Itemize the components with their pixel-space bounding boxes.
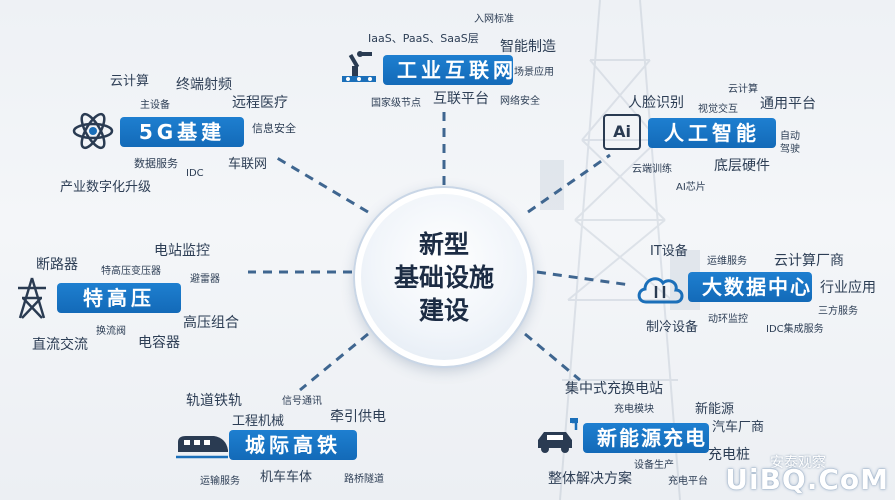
pill-intercity-rail[interactable]: 城际高铁 bbox=[229, 430, 357, 460]
spoke-intercity-rail bbox=[299, 332, 369, 392]
keyword-label: 国家级节点 bbox=[371, 98, 421, 109]
keyword-label: 远程医疗 bbox=[232, 95, 288, 111]
keyword-label: 人脸识别 bbox=[628, 95, 684, 111]
spoke-5g bbox=[271, 153, 369, 214]
keyword-label: 云计算 bbox=[728, 84, 758, 95]
keyword-label: 终端射频 bbox=[176, 77, 232, 93]
keyword-label: 视觉交互 bbox=[698, 104, 738, 115]
keyword-label: 汽车厂商 bbox=[712, 420, 765, 435]
center-title: 新型 基础设施 建设 bbox=[393, 229, 494, 325]
keyword-label: 直流交流 bbox=[32, 337, 88, 353]
power-tower-icon bbox=[18, 277, 46, 319]
center-hub: 新型 基础设施 建设 bbox=[355, 188, 533, 366]
keyword-label: 特高压变压器 bbox=[101, 266, 161, 277]
keyword-label: 信号通讯 bbox=[282, 396, 322, 407]
keyword-label: 高压组合 bbox=[183, 315, 239, 331]
keyword-label: 底层硬件 bbox=[714, 158, 770, 174]
keyword-label: 牵引供电 bbox=[330, 409, 386, 425]
keyword-label: 机车车体 bbox=[260, 470, 313, 485]
keyword-label: 产业数字化升级 bbox=[60, 180, 152, 195]
keyword-label: IT设备 bbox=[650, 244, 688, 259]
keyword-label: 充电平台 bbox=[668, 476, 708, 487]
keyword-label: 工程机械 bbox=[232, 414, 285, 429]
keyword-label: 路桥隧道 bbox=[344, 474, 384, 485]
tower-background-graphic bbox=[540, 0, 700, 500]
keyword-label: 集中式充换电站 bbox=[565, 381, 663, 397]
pill-ai[interactable]: 人工智能 bbox=[648, 118, 776, 148]
keyword-label: 电容器 bbox=[138, 335, 180, 351]
keyword-label: 信息安全 bbox=[252, 122, 296, 135]
keyword-label: 新能源 bbox=[695, 402, 735, 417]
pill-big-data[interactable]: 大数据中心 bbox=[688, 272, 812, 302]
keyword-label: 避雷器 bbox=[190, 274, 220, 285]
keyword-label: 轨道铁轨 bbox=[186, 393, 242, 409]
keyword-label: 云端训练 bbox=[632, 164, 672, 175]
ev-car-charging-icon bbox=[538, 418, 578, 453]
keyword-label: 充电桩 bbox=[708, 447, 750, 463]
train-icon bbox=[176, 436, 228, 459]
keyword-label: IaaS、PaaS、SaaS层 bbox=[368, 32, 479, 45]
keyword-label: 主设备 bbox=[140, 100, 170, 111]
keyword-label: 换流阀 bbox=[96, 326, 126, 337]
spoke-big-data bbox=[536, 270, 631, 287]
spoke-ai bbox=[527, 153, 611, 214]
keyword-label: 智能制造 bbox=[500, 39, 556, 55]
ai-chip-icon: Ai bbox=[603, 114, 641, 150]
keyword-label: 行业应用 bbox=[820, 280, 876, 296]
keyword-label: 自动驾驶 bbox=[780, 131, 800, 155]
watermark-source: 安泰观察 bbox=[770, 455, 826, 471]
keyword-label: AI芯片 bbox=[676, 182, 706, 193]
keyword-label: 三方服务 bbox=[818, 306, 858, 317]
keyword-label: 充电模块 bbox=[614, 404, 654, 415]
keyword-label: 互联平台 bbox=[433, 91, 489, 107]
pill-industrial-internet[interactable]: 工业互联网 bbox=[383, 55, 513, 85]
keyword-label: 设备生产 bbox=[634, 460, 674, 471]
atom-icon bbox=[72, 112, 114, 150]
robot-arm-icon bbox=[342, 51, 376, 82]
keyword-label: 运维服务 bbox=[707, 256, 747, 267]
keyword-label: 动环监控 bbox=[708, 314, 748, 325]
keyword-label: 车联网 bbox=[228, 157, 268, 172]
keyword-label: 通用平台 bbox=[760, 96, 816, 112]
pill-uhv[interactable]: 特高压 bbox=[57, 283, 181, 313]
keyword-label: 入网标准 bbox=[474, 14, 514, 25]
keyword-label: 场景应用 bbox=[514, 67, 554, 78]
keyword-label: 整体解决方案 bbox=[548, 471, 632, 487]
watermark: UiBQ.CoM bbox=[725, 463, 889, 496]
keyword-label: 云计算 bbox=[110, 74, 150, 89]
keyword-label: 云计算厂商 bbox=[774, 253, 844, 269]
keyword-label: IDC bbox=[186, 168, 204, 179]
keyword-label: 电站监控 bbox=[154, 243, 210, 259]
pill-ev-charging[interactable]: 新能源充电 bbox=[583, 423, 709, 453]
keyword-label: 制冷设备 bbox=[646, 320, 699, 335]
keyword-label: 断路器 bbox=[36, 257, 78, 273]
keyword-label: 网络安全 bbox=[500, 96, 540, 107]
pill-5g[interactable]: 5G基建 bbox=[120, 117, 244, 147]
keyword-label: 数据服务 bbox=[134, 157, 178, 170]
spoke-ev-charging bbox=[524, 332, 581, 382]
cloud-icon bbox=[637, 277, 684, 304]
keyword-label: IDC集成服务 bbox=[766, 324, 824, 335]
keyword-label: 运输服务 bbox=[200, 476, 240, 487]
